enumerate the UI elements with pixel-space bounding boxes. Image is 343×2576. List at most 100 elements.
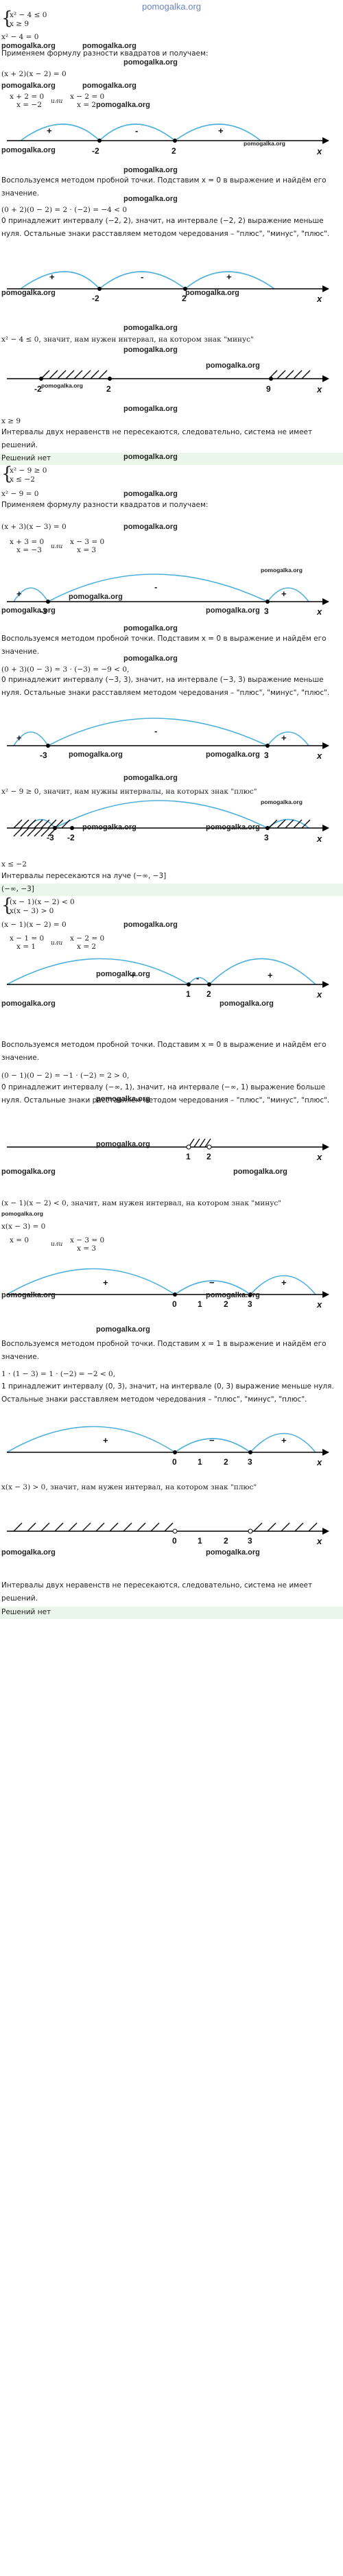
watermark: pomogalka.org (96, 1140, 150, 1148)
svg-text:x: x (316, 751, 322, 761)
watermark: pomogalka.org (123, 58, 178, 67)
interval-note: 0 принадлежит интервалу (−∞, 1), значит,… (1, 1083, 330, 1104)
svg-text:3: 3 (248, 1299, 252, 1309)
test-point-note: Воспользуемся методом пробной точки. Под… (1, 176, 327, 198)
watermark: pomogalka.org (1, 606, 56, 615)
watermark: pomogalka.org (123, 774, 178, 782)
no-intersection-note: Интервалы двух неравенств не пересекаютс… (1, 1581, 313, 1603)
svg-text:x: x (316, 294, 322, 304)
svg-text:2: 2 (224, 1299, 228, 1309)
watermark: pomogalka.org (1, 1210, 43, 1217)
root-4-eq: x − 3 = 0 (70, 1236, 105, 1244)
second-inequality: x ≤ −2 (1, 860, 27, 868)
watermark: pomogalka.org (206, 606, 260, 615)
watermark: pomogalka.org (185, 289, 239, 297)
answer: Решений нет (1, 1608, 51, 1616)
root-2: x = 2 (77, 943, 97, 951)
watermark: pomogalka.org (1, 1168, 56, 1176)
root-1-eq: x − 1 = 0 (10, 934, 45, 943)
watermark: pomogalka.org (1, 42, 56, 50)
watermark: pomogalka.org (233, 1168, 287, 1176)
svg-text:2: 2 (224, 1536, 228, 1546)
svg-text:-3: -3 (40, 751, 47, 760)
svg-text:x: x (316, 146, 322, 156)
watermark: pomogalka.org (220, 1000, 274, 1008)
svg-text:-: - (154, 582, 157, 592)
watermark: pomogalka.org (123, 405, 178, 413)
equation: (x − 1)(x − 2) = 0 (1, 921, 67, 929)
system-line-2: x(x − 3) > 0 (10, 907, 54, 915)
svg-text:1: 1 (186, 989, 191, 999)
svg-text:+: + (281, 733, 287, 743)
test-calculation: (0 + 3)(0 − 3) = 3 · (−3) = −9 < 0, (1, 665, 130, 674)
system-line-1: (x − 1)(x − 2) < 0 (10, 898, 75, 906)
system-line-2: x ≤ −2 (10, 475, 35, 484)
svg-text:2: 2 (206, 1152, 211, 1161)
svg-text:+: + (218, 126, 224, 136)
formula-note: Применяем формулу разности квадратов и п… (1, 501, 209, 509)
site-header[interactable]: pomogalka.org (142, 1, 201, 12)
svg-text:3: 3 (264, 751, 269, 760)
watermark: pomogalka.org (123, 624, 178, 633)
svg-text:+: + (49, 272, 55, 282)
svg-text:-3: -3 (47, 833, 54, 842)
svg-text:2: 2 (182, 294, 187, 303)
or-label: или (51, 543, 63, 550)
svg-text:1: 1 (198, 1457, 202, 1467)
svg-text:x: x (316, 1299, 322, 1310)
test-calculation: 1 · (1 − 3) = 1 · (−2) = −2 < 0, (1, 1370, 116, 1378)
watermark: pomogalka.org (123, 195, 178, 203)
root-4: x = 3 (77, 1244, 97, 1253)
svg-text:1: 1 (186, 1152, 191, 1161)
svg-text:-: - (141, 272, 143, 282)
svg-text:-: - (154, 726, 157, 736)
need-note: x(x − 3) > 0, значит, нам нужен интервал… (1, 1483, 257, 1491)
no-intersection-note: Интервалы двух неравенств не пересекаютс… (1, 428, 313, 449)
system-brace: { (1, 8, 13, 29)
watermark: pomogalka.org (82, 82, 137, 90)
watermark: pomogalka.org (123, 166, 178, 174)
root-1: x = −2 (16, 101, 42, 109)
svg-text:x: x (316, 1152, 322, 1162)
root-2-eq: x − 3 = 0 (70, 538, 105, 546)
answer-box: Решений нет (0, 453, 343, 465)
interval-note: 1 принадлежит интервалу (0, 3), значит, … (1, 1382, 334, 1404)
watermark: pomogalka.org (96, 1325, 150, 1334)
or-label: или (51, 940, 63, 947)
root-1: x = −3 (16, 546, 42, 554)
root-2: x = 3 (77, 546, 97, 554)
watermark: pomogalka.org (82, 42, 137, 50)
root-3: x = 0 (10, 1236, 29, 1244)
answer-box: Решений нет (0, 1607, 343, 1619)
svg-text:x: x (316, 606, 322, 617)
test-point-note: Воспользуемся методом пробной точки. Под… (1, 1340, 327, 1361)
svg-text:3: 3 (248, 1457, 252, 1467)
watermark: pomogalka.org (206, 823, 260, 831)
system-brace: { (1, 464, 13, 484)
need-note: x² − 9 ≥ 0, значит, нам нужны интервалы,… (1, 788, 257, 796)
system-line-1: x² − 4 ≤ 0 (10, 11, 47, 19)
or-label: или (51, 98, 63, 105)
svg-text:x: x (316, 1457, 322, 1467)
watermark: pomogalka.org (41, 382, 83, 389)
watermark: pomogalka.org (206, 1291, 260, 1299)
svg-text:x: x (316, 384, 322, 394)
svg-text:+: + (281, 1277, 287, 1288)
answer: Решений нет (1, 454, 51, 462)
svg-text:x: x (316, 989, 322, 1000)
svg-text:0: 0 (172, 1536, 177, 1546)
number-line-8: 1 2 x (7, 1138, 329, 1162)
svg-text:−: − (209, 1277, 215, 1288)
svg-text:9: 9 (266, 384, 271, 394)
watermark: pomogalka.org (244, 140, 285, 147)
or-label: или (51, 1241, 63, 1248)
watermark: pomogalka.org (123, 654, 178, 663)
svg-text:2: 2 (224, 1457, 228, 1467)
watermark: pomogalka.org (96, 101, 150, 109)
watermark: pomogalka.org (69, 593, 123, 601)
watermark: pomogalka.org (123, 921, 178, 929)
watermark: pomogalka.org (261, 567, 303, 574)
